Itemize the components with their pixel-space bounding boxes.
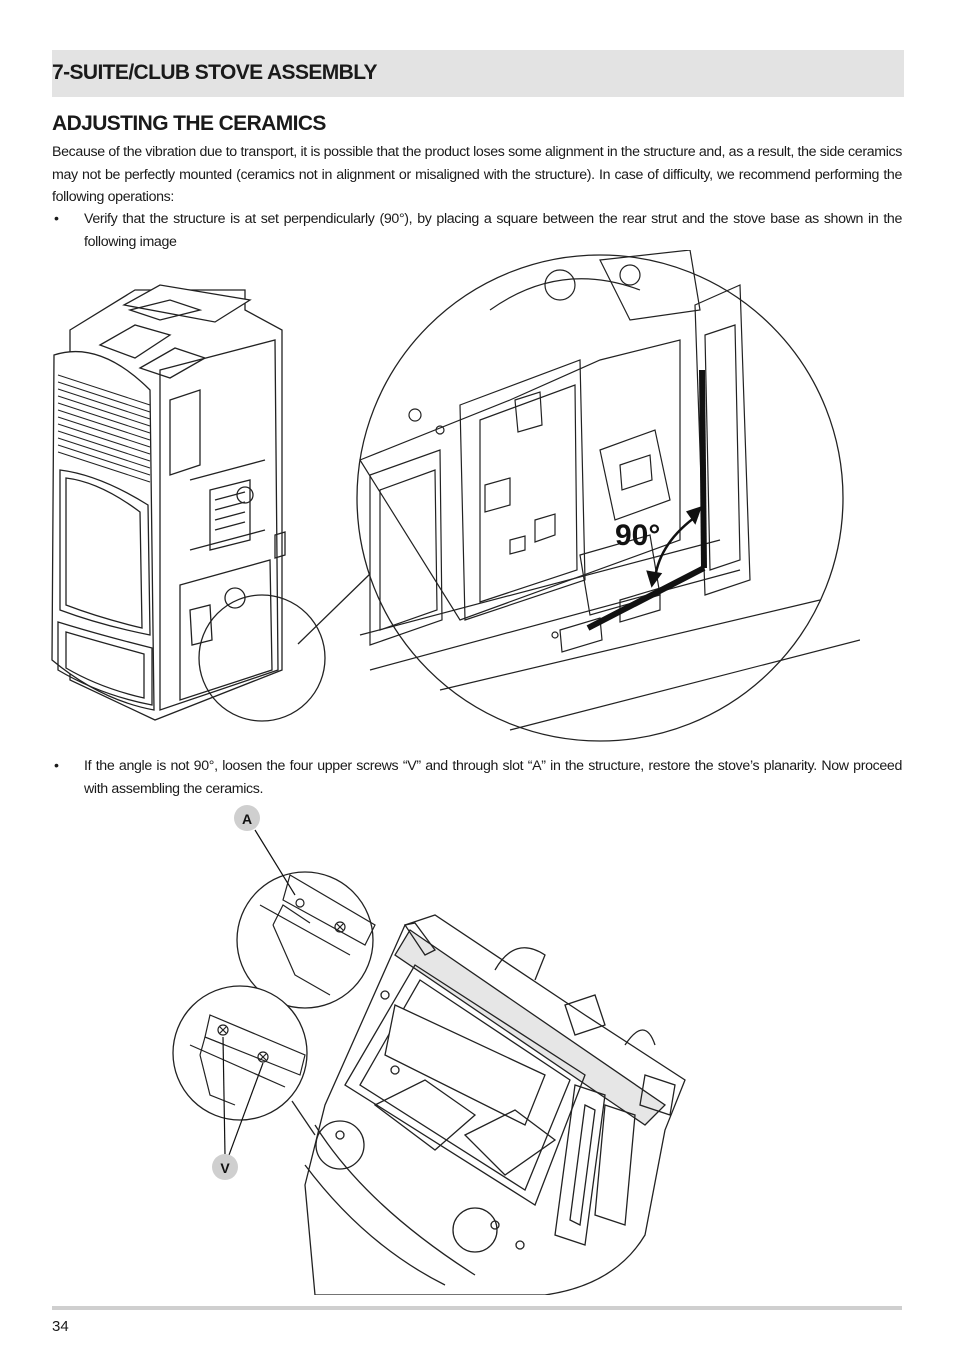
section-header-bar: 7-SUITE/CLUB STOVE ASSEMBLY [52,50,904,97]
subsection-title: ADJUSTING THE CERAMICS [52,112,326,135]
bullet-marker: • [54,211,59,227]
callout-v-label: V [220,1160,230,1176]
callout-v-badge [212,1154,238,1180]
callout-a-label: A [242,811,252,827]
bullet-item-1: • Verify that the structure is at set pe… [52,208,902,254]
stove-screws-illustration: A V [172,805,686,1295]
bullet-text: Verify that the structure is at set perp… [84,211,902,250]
bullet-text: If the angle is not 90°, loosen the four… [84,758,902,797]
bullet-marker: • [54,758,59,774]
angle-label: 90° [615,519,660,552]
page-number: 34 [52,1318,69,1335]
intro-paragraph: Because of the vibration due to transpor… [52,144,902,205]
section-title: 7-SUITE/CLUB STOVE ASSEMBLY [52,61,378,84]
stove-square-check-illustration: 90° [51,250,860,742]
footer-divider [52,1306,902,1310]
bullet-item-2: • If the angle is not 90°, loosen the fo… [52,755,902,801]
callout-a-badge [234,805,260,831]
